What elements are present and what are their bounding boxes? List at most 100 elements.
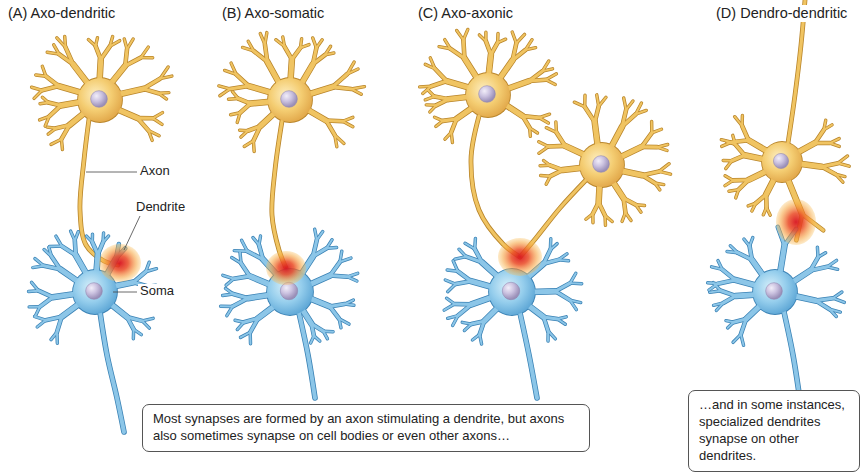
dendrite-outline	[546, 80, 555, 85]
dendrite	[558, 254, 567, 260]
dendrite-outline	[137, 118, 148, 130]
dendrite	[655, 183, 660, 190]
dendrite	[756, 194, 766, 203]
dendrite-outline	[516, 34, 524, 43]
dendrite-outline	[96, 38, 98, 46]
dendrite-outline	[317, 232, 323, 240]
dendrite-outline	[453, 261, 458, 272]
caption-box: Most synapses are formed by an axon stim…	[142, 404, 590, 452]
dendrite	[544, 317, 548, 331]
dendrite	[237, 322, 244, 329]
dendrite	[447, 298, 455, 304]
dendrite	[728, 322, 734, 328]
dendrite	[300, 45, 309, 48]
dendrite	[40, 116, 50, 120]
dendrite-outline	[556, 132, 565, 145]
axon-outline	[471, 116, 520, 257]
dendrite	[330, 275, 347, 276]
soma-outline	[761, 141, 803, 183]
dendrite	[513, 50, 526, 60]
dendrite	[445, 40, 451, 49]
dendrite	[62, 246, 76, 255]
dendrite	[142, 321, 149, 328]
dendrite	[240, 104, 250, 113]
dendrite	[435, 117, 443, 121]
dendrite-outline	[435, 69, 447, 81]
dendrite	[529, 128, 532, 137]
dendrite	[316, 40, 322, 48]
dendrite-outline	[32, 87, 43, 90]
dendrite-outline	[725, 180, 733, 185]
dendrite	[430, 58, 435, 69]
dendrite	[586, 214, 593, 220]
dendrite	[815, 141, 830, 144]
dendrite	[546, 176, 550, 184]
dendrite	[570, 282, 582, 284]
dendrite	[463, 40, 464, 58]
dendrite	[474, 238, 477, 248]
dendrite	[714, 303, 724, 305]
leader-line	[86, 172, 137, 173]
dendrite	[636, 205, 641, 212]
dendrite	[830, 139, 839, 143]
dendrite	[430, 105, 436, 112]
axon-outline	[272, 121, 286, 268]
dendrite-outline	[659, 164, 669, 172]
dendrite-outline	[240, 104, 250, 113]
dendrite	[539, 114, 549, 118]
dendrite-outline	[741, 334, 744, 345]
dendrite	[833, 292, 842, 298]
dendrite	[223, 275, 234, 278]
dendrite	[351, 89, 361, 94]
dendrite	[91, 234, 93, 242]
dendrite-outline	[88, 40, 95, 46]
dendrite	[443, 119, 457, 121]
dendrite-outline	[345, 304, 354, 305]
dendrite	[652, 129, 662, 133]
dendrite-outline	[330, 275, 347, 276]
dendrite	[726, 161, 732, 169]
dendrite	[314, 336, 320, 341]
dendrite	[448, 316, 458, 319]
dendrite	[464, 324, 471, 330]
synapse-glow	[99, 244, 141, 282]
dendrite	[457, 30, 464, 39]
dendrite	[98, 242, 103, 254]
dendrite	[56, 125, 69, 128]
dendrite	[127, 39, 133, 49]
dendrite	[265, 44, 267, 61]
dendrite	[49, 106, 61, 117]
dendrite-outline	[529, 80, 546, 81]
dendrite	[642, 133, 652, 147]
dendrite	[232, 92, 238, 99]
dendrite-outline	[539, 118, 548, 123]
axon	[80, 119, 118, 265]
dendrite	[557, 319, 565, 324]
dendrite	[315, 229, 317, 240]
dendrite	[659, 164, 669, 172]
dendrite	[38, 291, 52, 297]
dendrite	[48, 128, 56, 134]
dendrite	[64, 36, 67, 47]
postsynaptic-neuron	[444, 238, 582, 398]
dendrite-outline	[732, 155, 745, 161]
dendrite-outline	[35, 316, 46, 320]
dendrite-outline	[51, 332, 57, 340]
dendrite	[252, 141, 255, 152]
dendrite	[710, 291, 721, 293]
dendrite	[539, 142, 549, 147]
part-label: Soma	[138, 284, 176, 299]
dendrite-outline	[491, 43, 498, 55]
dendrite	[54, 45, 59, 54]
dendrite-outline	[47, 127, 56, 128]
dendrite-outline	[723, 296, 735, 303]
dendrite-outline	[624, 198, 626, 212]
dendrite	[541, 175, 551, 178]
dendrite	[240, 252, 241, 263]
dendrite	[475, 249, 482, 262]
dendrite-outline	[233, 294, 248, 298]
dendrite-outline	[226, 288, 234, 294]
dendrite-outline	[593, 202, 599, 213]
dendrite-outline	[767, 207, 771, 215]
dendrite-outline	[330, 306, 339, 318]
